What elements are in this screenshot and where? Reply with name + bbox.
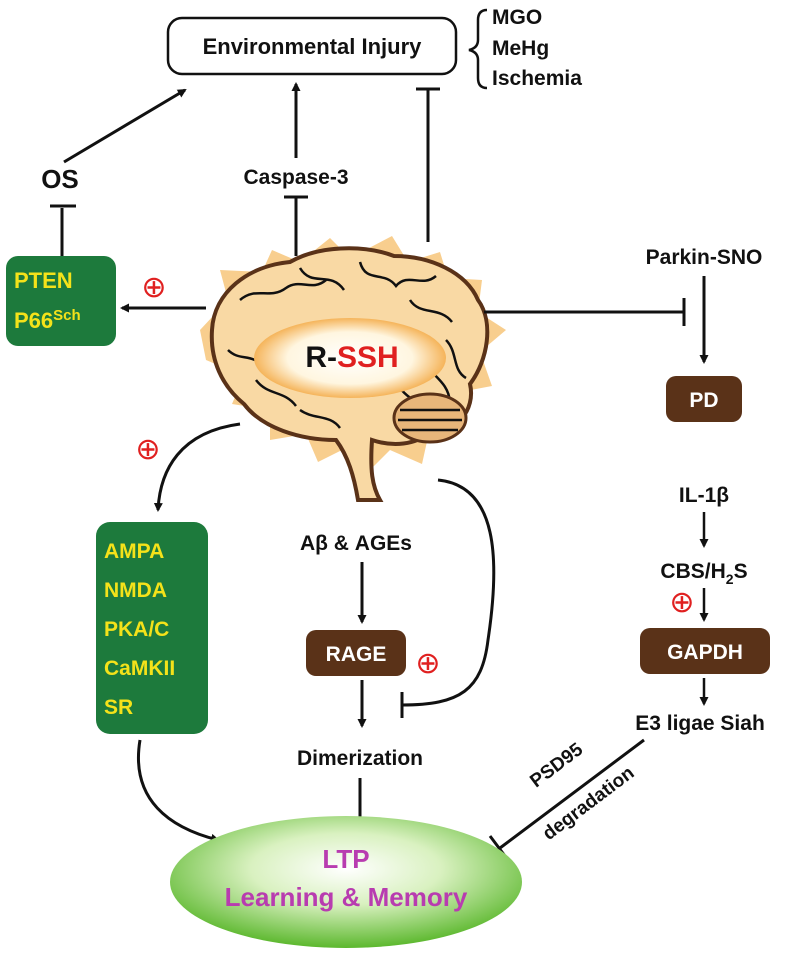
ltp-ellipse bbox=[170, 816, 522, 948]
pd-box bbox=[666, 376, 742, 422]
receptor-box bbox=[96, 522, 208, 734]
factor-mehg: MeHg bbox=[492, 37, 549, 60]
factors-bracket bbox=[468, 8, 488, 90]
factor-mgo: MGO bbox=[492, 6, 542, 29]
plus-rage: ⊕ bbox=[415, 647, 440, 680]
rage-box bbox=[306, 630, 406, 676]
pten-p66-box bbox=[6, 256, 116, 346]
caspase-3-label: Caspase-3 bbox=[243, 166, 348, 189]
cbs-h2s-label: CBS/H2S bbox=[660, 560, 747, 587]
dimerization-label: Dimerization bbox=[297, 747, 423, 770]
rage-label: RAGE bbox=[326, 643, 387, 666]
environmental-injury-box bbox=[166, 16, 458, 76]
plus-receptors: ⊕ bbox=[135, 433, 160, 466]
il-1b-label: IL-1β bbox=[679, 484, 729, 507]
gapdh-box bbox=[640, 628, 770, 674]
factor-ischemia: Ischemia bbox=[492, 67, 582, 90]
gapdh-label: GAPDH bbox=[667, 641, 743, 664]
receptor-ampa: AMPA bbox=[104, 540, 164, 563]
r-ssh-oval bbox=[254, 318, 446, 398]
ltp-label: LTP bbox=[322, 844, 369, 874]
pten-label: PTEN bbox=[14, 268, 73, 293]
receptor-camkii: CaMKII bbox=[104, 657, 175, 680]
learning-memory-label: Learning & Memory bbox=[225, 882, 468, 912]
psd95-label: PSD95 bbox=[526, 739, 587, 792]
plus-pten: ⊕ bbox=[141, 271, 166, 304]
receptor-pkac: PKA/C bbox=[104, 618, 169, 641]
pd-label: PD bbox=[689, 389, 718, 412]
p66-label: P66Sch bbox=[14, 307, 81, 333]
parkin-sno-label: Parkin-SNO bbox=[646, 246, 763, 269]
e3-ligase-siah-label: E3 ligae Siah bbox=[635, 712, 765, 735]
os-label: OS bbox=[41, 164, 79, 194]
receptor-nmda: NMDA bbox=[104, 579, 167, 602]
plus-gapdh: ⊕ bbox=[669, 586, 694, 619]
brain-illustration bbox=[200, 236, 506, 502]
receptor-sr: SR bbox=[104, 696, 133, 719]
r-ssh-label: R-SSH bbox=[305, 341, 398, 374]
environmental-injury-label: Environmental Injury bbox=[203, 34, 423, 59]
abeta-ages-label: Aβ & AGEs bbox=[300, 532, 412, 555]
